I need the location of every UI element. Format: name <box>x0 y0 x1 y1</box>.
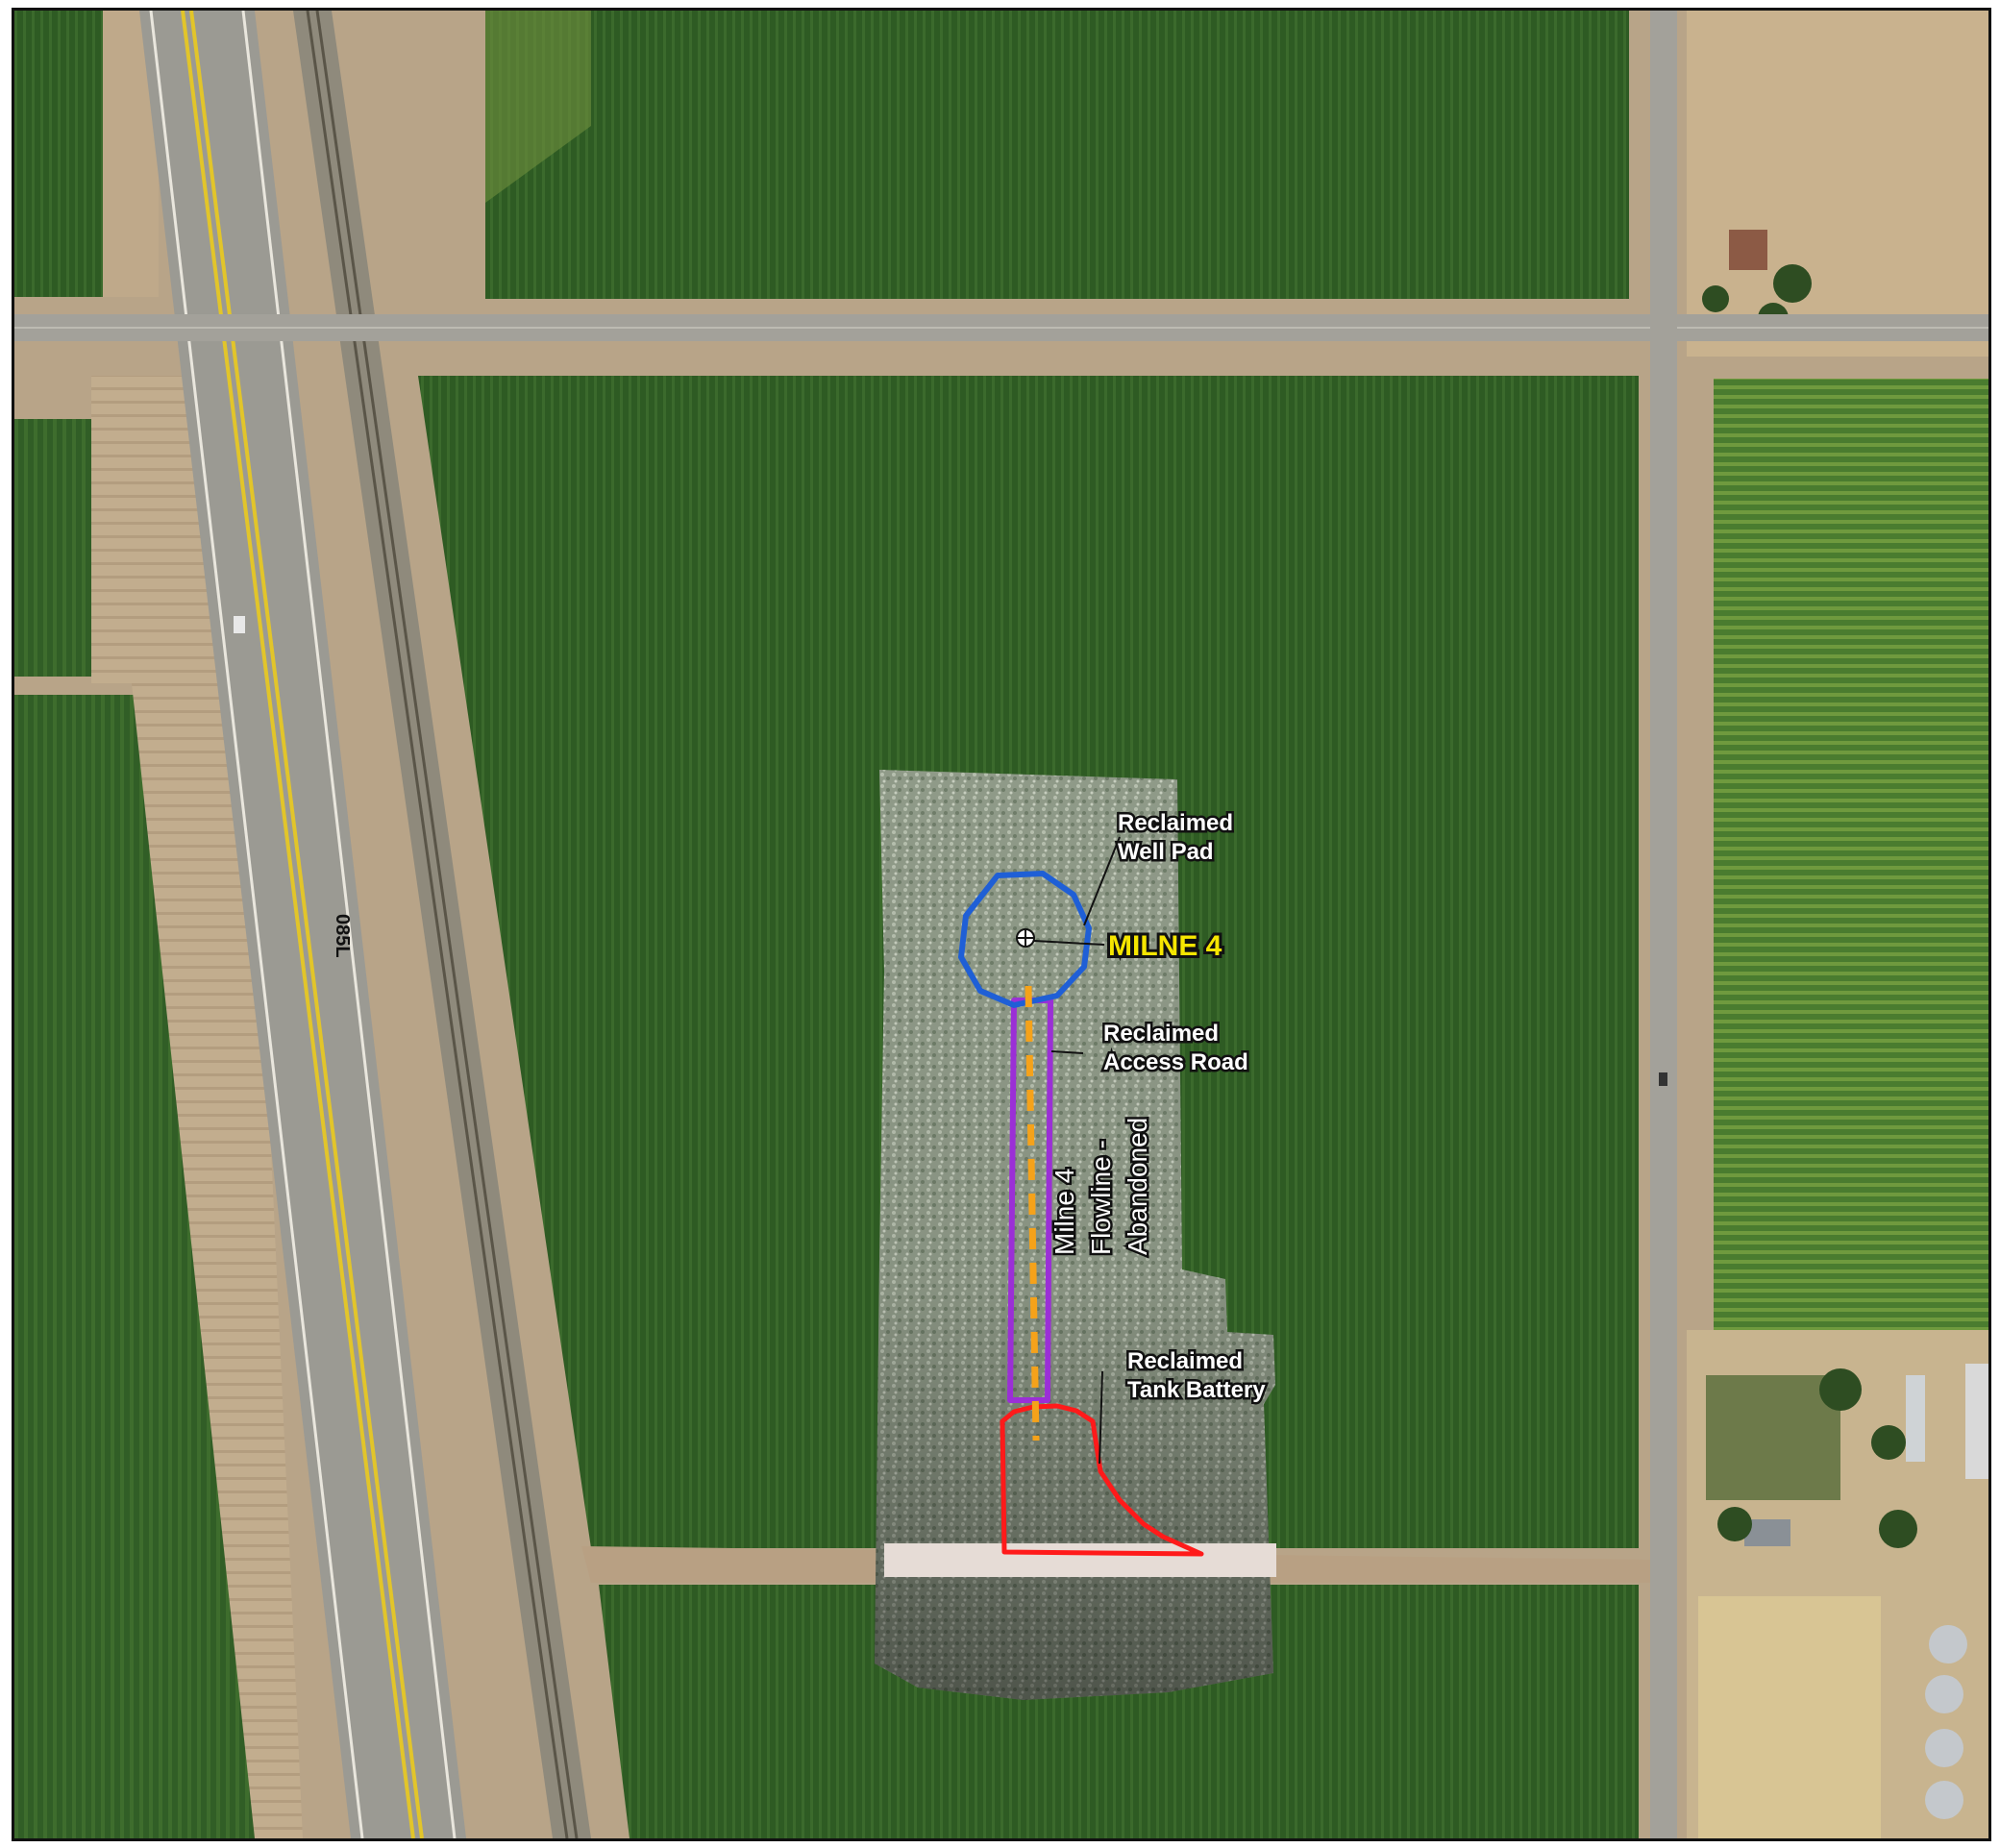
field-top-right-fallow <box>1687 11 1988 357</box>
well-name-label: MILNE 4 <box>1108 930 1222 962</box>
farm-yard <box>1706 1375 1840 1500</box>
grain-bin <box>1929 1625 1967 1663</box>
well-symbol-icon <box>1016 928 1035 948</box>
tree <box>1871 1425 1906 1460</box>
grain-bin <box>1925 1675 1963 1713</box>
dirt-margin <box>103 11 159 297</box>
vehicle <box>234 616 245 633</box>
railroad <box>293 11 591 1838</box>
farm-building <box>1965 1364 1988 1479</box>
grain-bin <box>1925 1729 1963 1767</box>
well-pad-outline <box>958 871 1092 1008</box>
access-road-label-line2: Access Road <box>1103 1049 1248 1075</box>
farmhouse <box>1729 230 1767 270</box>
field-top-middle <box>485 11 1629 299</box>
highway-label: 085L <box>332 914 353 958</box>
tank-battery-label-line2: Tank Battery <box>1127 1377 1266 1403</box>
vehicle <box>1659 1072 1667 1086</box>
tree <box>1717 1507 1752 1541</box>
flowline-label-line1: Milne 4 <box>1049 1169 1079 1255</box>
county-road-ns <box>1650 11 1677 1838</box>
tree <box>1773 264 1812 303</box>
tank-battery-label-line1: Reclaimed <box>1127 1348 1243 1374</box>
well-pad-label-line1: Reclaimed <box>1118 810 1233 836</box>
map-frame: Reclaimed Well Pad MILNE 4 Reclaimed Acc… <box>12 8 1991 1841</box>
highway-label-text: 085L <box>332 914 353 958</box>
flowline-label: Milne 4 Flowline - Abandoned <box>1048 1115 1155 1257</box>
reclaimed-area-shade <box>875 770 1275 1700</box>
grain-bin <box>1925 1781 1963 1819</box>
field-patch <box>485 11 591 203</box>
flowline-label-line3: Abandoned <box>1123 1118 1152 1255</box>
field-left-top <box>14 11 103 297</box>
farm-building <box>1744 1519 1790 1546</box>
farm-field <box>1698 1596 1881 1838</box>
tree <box>1819 1368 1862 1411</box>
field-right <box>1714 379 1988 1330</box>
flowline-label-line2: Flowline - <box>1086 1140 1116 1255</box>
access-road-leader <box>1050 1050 1084 1054</box>
reclaimed-road-segment <box>884 1543 1276 1577</box>
field-bottom <box>599 1585 1639 1838</box>
tank-battery-leader <box>1099 1370 1103 1465</box>
well-pad-leader <box>1083 836 1121 926</box>
well-label-leader <box>1033 940 1105 946</box>
highway <box>139 11 466 1838</box>
tree <box>1879 1510 1917 1548</box>
flowline <box>1025 985 1040 1441</box>
aerial-map: Reclaimed Well Pad MILNE 4 Reclaimed Acc… <box>14 11 1988 1838</box>
tree <box>1702 285 1729 312</box>
well-pad-label-line2: Well Pad <box>1118 839 1214 865</box>
access-road-label-line1: Reclaimed <box>1103 1021 1219 1047</box>
farm-building <box>1906 1375 1925 1462</box>
